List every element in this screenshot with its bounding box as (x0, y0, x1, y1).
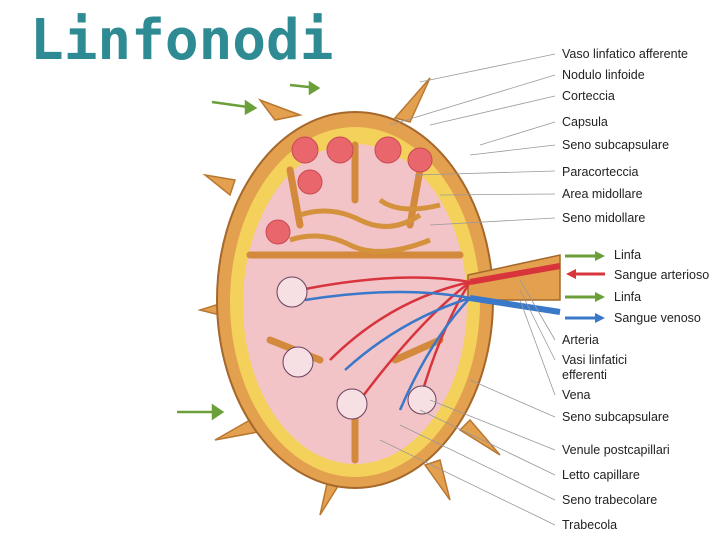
lymph-flow-arrows (177, 80, 321, 421)
label-corteccia: Corteccia (562, 89, 615, 103)
hilum (467, 254, 561, 315)
label-seno-trabecolare: Seno trabecolare (562, 493, 657, 507)
labels: Vaso linfatico afferente Nodulo linfoide… (562, 47, 709, 532)
label-efferenti: efferenti (562, 368, 607, 382)
label-area-midollare: Area midollare (562, 187, 643, 201)
veins (304, 290, 471, 411)
legend-sangue-venoso: Sangue venoso (614, 311, 701, 325)
label-seno-midollare: Seno midollare (562, 211, 645, 225)
label-arteria: Arteria (562, 333, 599, 347)
label-vaso-linfatico-afferente: Vaso linfatico afferente (562, 47, 688, 61)
label-nodulo-linfoide: Nodulo linfoide (562, 68, 645, 82)
label-capsula: Capsula (562, 115, 608, 129)
medullary-cords (289, 197, 441, 254)
label-vasi-linfatici: Vasi linfatici (562, 353, 627, 367)
label-seno-subcapsulare-top: Seno subcapsulare (562, 138, 669, 152)
page-title: Linfonodi (30, 8, 334, 73)
legend-linfa-out: Linfa (614, 290, 641, 304)
label-letto-capillare: Letto capillare (562, 468, 640, 482)
lymphoid-nodules (265, 136, 433, 245)
legend-sangue-arterioso: Sangue arterioso (614, 268, 709, 282)
capillary-beds (276, 276, 437, 420)
label-seno-subcapsulare-bottom: Seno subcapsulare (562, 410, 669, 424)
legend-arrows (565, 251, 605, 323)
label-trabecola: Trabecola (562, 518, 617, 532)
arteries (299, 276, 472, 401)
label-venule-postcapillari: Venule postcapillari (562, 443, 670, 457)
leader-lines (379, 53, 556, 526)
legend-linfa-in: Linfa (614, 248, 641, 262)
label-vena: Vena (562, 388, 591, 402)
label-paracorteccia: Paracorteccia (562, 165, 638, 179)
